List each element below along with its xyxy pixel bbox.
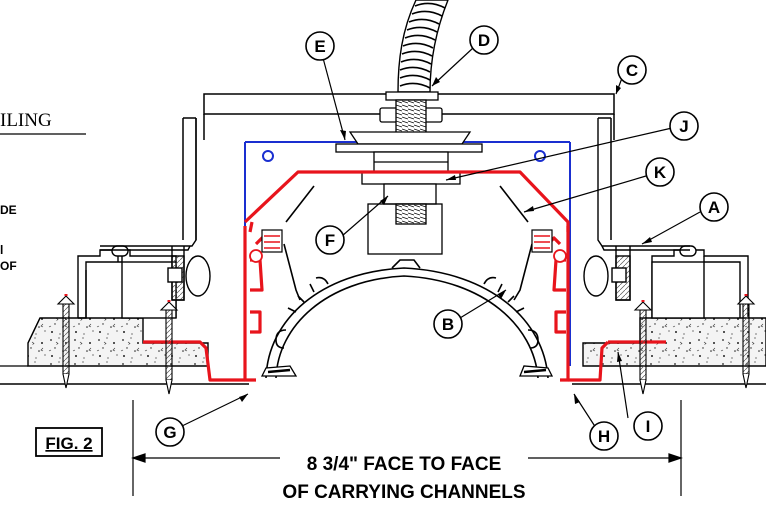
callout-h: H [589,421,619,451]
callout-a-label: A [708,198,720,217]
callout-k-label: K [654,163,667,182]
lens-retainer-right [519,365,554,377]
callout-b-label: B [442,315,454,334]
callout-f: F [315,225,345,255]
left-fragment-of: OF [0,259,17,273]
lampholder-left [249,229,283,263]
fastener-screws [56,294,756,395]
dimension-line-2: OF CARRYING CHANNELS [282,482,525,503]
callout-h-label: H [598,427,610,446]
callout-d-label: D [478,31,490,50]
dimension-line-1: 8 3/4" FACE TO FACE [307,454,502,475]
callout-a: A [699,192,729,222]
carrying-channel-left [77,245,177,319]
figure-label: FIG. 2 [45,434,92,453]
callout-j: J [669,111,699,141]
lampholder-right [531,229,567,263]
callout-c-label: C [626,61,638,80]
callout-i: I [633,411,663,441]
callout-i-label: I [646,417,651,436]
callout-c: C [617,55,647,85]
connector-stack [335,91,483,255]
callout-g-label: G [163,423,176,442]
red-side-plates [143,340,666,382]
callout-b: B [433,309,463,339]
lens-retainer-left [260,365,298,377]
left-fragment-de: DE [0,203,17,217]
callout-e-label: E [314,37,325,56]
leader-arrowheads [239,77,652,404]
callout-j-label: J [679,117,688,136]
figure-label-box: FIG. 2 [35,427,103,457]
left-fragment-ceiling: ILING [0,110,52,131]
callout-d: D [469,25,499,55]
left-fragment-bracket: l [0,243,3,257]
carrying-channel-right [651,245,749,319]
diffuser-lens [265,259,549,379]
flex-conduit [397,0,449,93]
callout-k: K [645,157,675,187]
support-bracket-right [583,118,690,301]
callout-f-label: F [325,231,335,250]
callout-e: E [305,31,335,61]
callout-g: G [155,417,185,447]
dimension-indicator [131,400,683,496]
